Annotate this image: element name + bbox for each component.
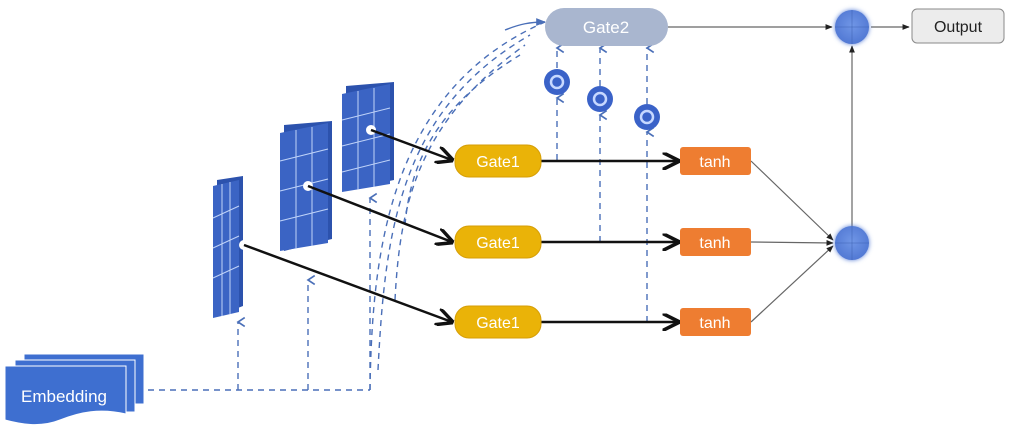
gate1-nodes: Gate1 Gate1 Gate1	[454, 144, 542, 339]
embedding-label: Embedding	[21, 387, 107, 406]
edge-curve-2	[377, 34, 531, 371]
feature-map-2	[279, 121, 332, 251]
sum-node-lower	[835, 226, 869, 260]
multiply-node-1	[544, 69, 570, 95]
edge-map3-to-gate1-row1	[370, 128, 452, 160]
sum-node-upper	[835, 10, 869, 44]
gate1-label: Gate1	[476, 315, 520, 332]
edge-map2-to-gate1-row2	[307, 184, 452, 242]
edge-tanh2-sum	[750, 240, 834, 246]
tanh-node-row1: tanh	[680, 147, 751, 175]
tanh-node-row2: tanh	[680, 228, 751, 256]
map-to-gate1-edges	[243, 128, 452, 322]
gate1-to-tanh-edges	[541, 161, 678, 322]
edge-curve-1	[369, 21, 546, 391]
output-node: Output	[911, 8, 1005, 44]
edge-to-gate2	[504, 18, 546, 31]
edge-curve-3	[394, 44, 526, 301]
multiply-node-2	[587, 86, 613, 112]
multiply-node-3	[634, 104, 660, 130]
gate1-node-row3: Gate1	[454, 305, 542, 339]
edge-curve-4	[404, 54, 521, 226]
output-label: Output	[934, 19, 983, 36]
tanh-label: tanh	[699, 315, 730, 332]
feature-map-3	[341, 82, 394, 192]
tanh-node-row3: tanh	[680, 308, 751, 336]
gate1-label: Gate1	[476, 154, 520, 171]
feature-map-1	[212, 176, 249, 318]
edge-tanh1-sum	[750, 160, 834, 241]
edge-map1-to-gate1-row3	[243, 243, 452, 322]
gate2-label: Gate2	[583, 18, 629, 37]
gate1-node-row1: Gate1	[454, 144, 542, 178]
gate1-node-row2: Gate1	[454, 225, 542, 259]
feature-maps	[212, 82, 394, 318]
edge-tanh3-sum	[750, 245, 834, 323]
tanh-label: tanh	[699, 235, 730, 252]
gate2-node: Gate2	[545, 8, 668, 46]
multiply-nodes	[544, 69, 660, 130]
tanh-label: tanh	[699, 154, 730, 171]
tanh-nodes: tanh tanh tanh	[680, 147, 751, 336]
tanh-to-sum-edges	[668, 24, 910, 323]
embedding-dashed-edges	[148, 18, 546, 391]
gate2-dashed-edges	[555, 42, 655, 322]
embedding-node: Embedding	[4, 353, 145, 426]
gate1-label: Gate1	[476, 235, 520, 252]
